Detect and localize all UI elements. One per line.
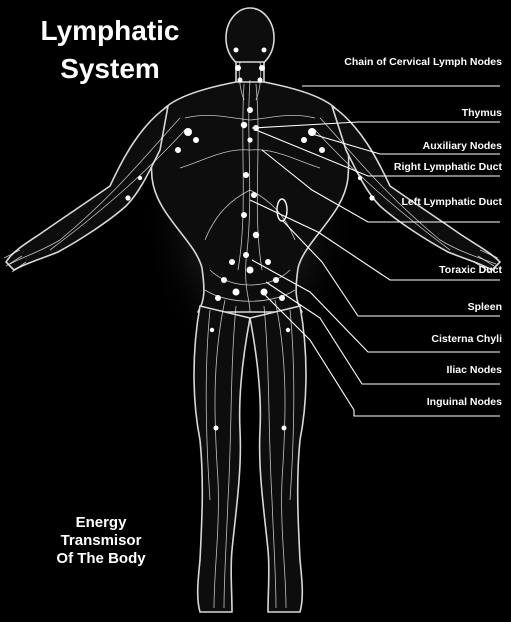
title-line-2: System (14, 50, 206, 88)
label-spleen: Spleen (468, 301, 502, 314)
label-inguinal-nodes: Inguinal Nodes (427, 396, 502, 409)
label-right-lymphatic-duct: Right Lymphatic Duct (394, 161, 502, 174)
caption-line-3: Of The Body (28, 550, 174, 568)
label-thymus: Thymus (462, 107, 502, 120)
label-left-lymphatic-duct: Left Lymphatic Duct (401, 196, 502, 209)
title-line-1: Lymphatic (14, 12, 206, 50)
label-iliac-nodes: Iliac Nodes (447, 364, 502, 377)
label-toraxic-duct: Toraxic Duct (439, 264, 502, 277)
label-cisterna-chyli: Cisterna Chyli (431, 333, 502, 346)
caption-line-1: Energy (28, 514, 174, 532)
diagram-caption: Energy Transmisor Of The Body (28, 514, 174, 568)
label-cervical-lymph-nodes: Chain of Cervical Lymph Nodes (344, 56, 502, 69)
diagram-title: Lymphatic System (14, 12, 206, 88)
caption-line-2: Transmisor (28, 532, 174, 550)
label-auxiliary-nodes: Auxiliary Nodes (423, 140, 502, 153)
